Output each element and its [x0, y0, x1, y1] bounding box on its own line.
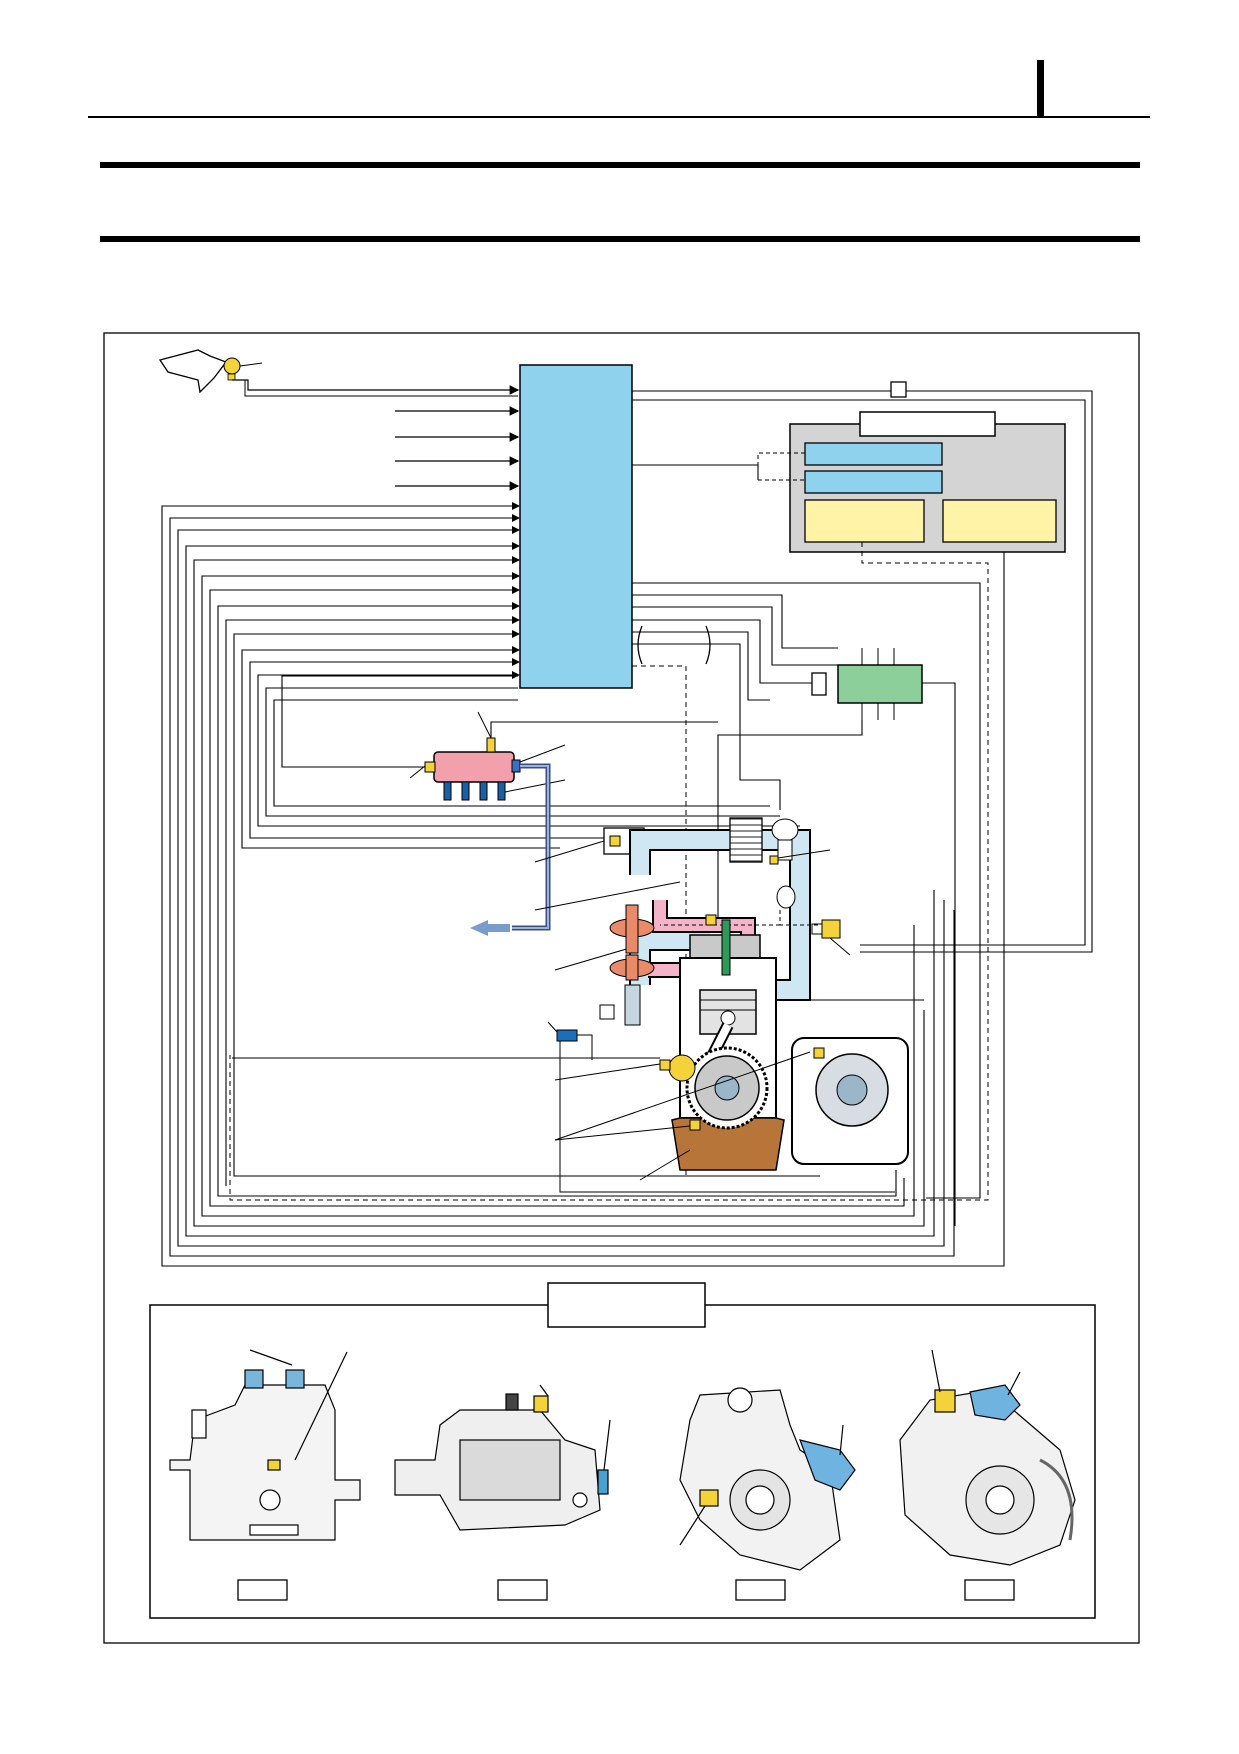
- title-rule-top: [100, 162, 1140, 168]
- ecu-box: [519, 364, 633, 689]
- diagram-frame: [103, 332, 1140, 1644]
- engine-block: [671, 914, 785, 1171]
- inline-pump-illustration: [169, 1349, 361, 1541]
- title-rule-bottom: [100, 236, 1140, 242]
- supply-pump-hp4-illustration: [899, 1349, 1076, 1566]
- pump-panel-title-box: [547, 1282, 706, 1328]
- air-cleaner: [729, 817, 763, 863]
- pump-caption-box-1: [237, 1579, 288, 1601]
- egr-valve: [609, 904, 655, 981]
- turbocharger: [776, 885, 796, 909]
- diagnostic-tool-box: [789, 411, 1066, 553]
- connector-box: [890, 381, 907, 398]
- glow-relay-unit: [811, 648, 923, 720]
- flywheel-detail: [791, 1037, 909, 1165]
- pump-caption-box-2: [497, 1579, 548, 1601]
- pump-caption-box-3: [735, 1579, 786, 1601]
- distributor-pump-illustration: [394, 1384, 611, 1531]
- pump-caption-box-4: [964, 1579, 1015, 1601]
- header-top-rule: [88, 116, 1150, 118]
- section-marker: [1037, 60, 1044, 118]
- common-rail: [424, 737, 521, 801]
- accelerator-pedal-icon: [158, 349, 263, 394]
- supply-pump-hp3-illustration: [679, 1387, 856, 1571]
